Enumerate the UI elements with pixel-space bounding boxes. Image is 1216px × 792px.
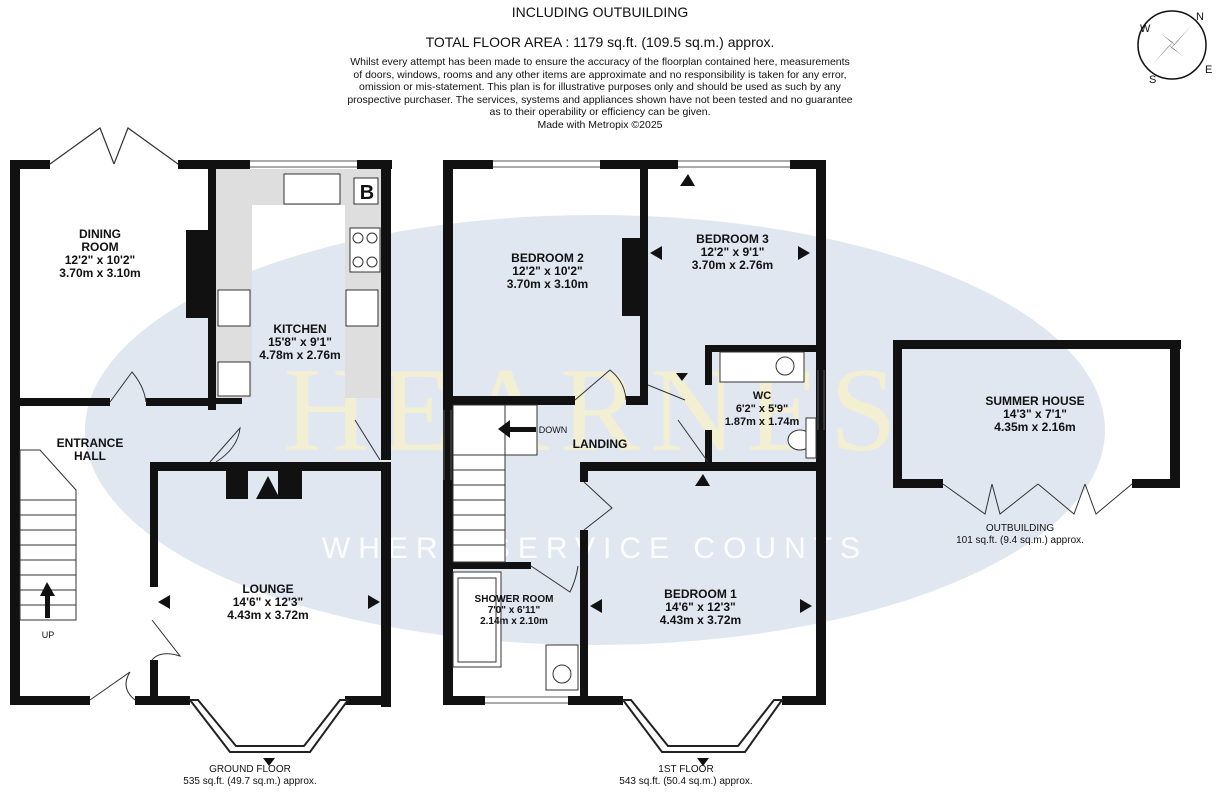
room-label-bedroom1: BEDROOM 1 14'6" x 12'3" 4.43m x 3.72m (659, 587, 742, 627)
ground-floor-walls (10, 160, 392, 707)
disclaimer-line: of doors, windows, rooms and any other i… (353, 68, 847, 81)
stairs-down-label: DOWN (538, 425, 568, 435)
compass-w: W (1140, 23, 1151, 35)
compass-e: E (1205, 64, 1212, 76)
first-floor-windows (443, 160, 825, 704)
lounge-bay-window (187, 699, 350, 753)
dining-french-doors (49, 127, 179, 165)
room-label-dining: DINING ROOM 12'2" x 10'2" 3.70m x 3.10m (59, 227, 141, 280)
first-floor-caption: 1ST FLOOR 543 sq.ft. (50.4 sq.m.) approx… (619, 764, 753, 787)
room-label-landing: LANDING (572, 437, 628, 451)
up-arrow (40, 582, 55, 618)
watermark-oval (85, 215, 1105, 645)
boiler-label: B (360, 182, 374, 204)
disclaimer-line: Whilst every attempt has been made to en… (350, 56, 850, 68)
lounge-arrows (158, 595, 380, 766)
first-floor-walls (443, 160, 826, 705)
total-floor-area: TOTAL FLOOR AREA : 1179 sq.ft. (109.5 sq… (425, 34, 775, 50)
room-label-lounge: LOUNGE 14'6" x 12'3" 4.43m x 3.72m (227, 582, 309, 622)
room-label-shower: SHOWER ROOM 7'0" x 6'11" 2.14m x 2.10m (474, 594, 554, 627)
room-label-bedroom3: BEDROOM 3 12'2" x 9'1" 3.70m x 2.76m (691, 232, 774, 272)
room-label-summer-house: SUMMER HOUSE 14'3" x 7'1" 4.35m x 2.16m (985, 394, 1085, 434)
compass-s: S (1149, 74, 1156, 86)
kitchen-fixtures (217, 173, 381, 397)
room-label-bedroom2: BEDROOM 2 12'2" x 10'2" 3.70m x 3.10m (506, 251, 589, 291)
compass-icon (1137, 10, 1207, 80)
room-label-wc: WC 6'2" x 5'9" 1.87m x 1.74m (724, 390, 800, 428)
wc-fixtures (719, 351, 817, 459)
stairs-up-label: UP (41, 630, 55, 640)
shower-fixtures (452, 571, 579, 691)
disclaimer-line: as to their operability or efficiency ca… (489, 106, 711, 118)
disclaimer: Whilst every attempt has been made to en… (320, 56, 880, 131)
summer-house-doors (942, 483, 1133, 515)
room-label-kitchen: KITCHEN 15'8" x 9'1" 4.78m x 2.76m (259, 322, 341, 362)
disclaimer-line: omission or mis-statement. This plan is … (359, 81, 841, 93)
compass-n: N (1196, 11, 1204, 23)
ground-staircase (19, 449, 77, 621)
down-arrow (498, 420, 536, 438)
outbuilding-caption: OUTBUILDING 101 sq.ft. (9.4 sq.m.) appro… (956, 523, 1084, 546)
watermark-tagline: WHERE SERVICE COUNTS (322, 532, 868, 565)
disclaimer-line: Made with Metropix ©2025 (537, 118, 663, 131)
bedroom1-bay-window (621, 699, 784, 753)
ground-floor-caption: GROUND FLOOR 535 sq.ft. (49.7 sq.m.) app… (183, 764, 317, 787)
outbuilding-walls (893, 340, 1181, 488)
front-door (89, 671, 131, 701)
kitchen-window (250, 160, 357, 168)
header-title: INCLUDING OUTBUILDING (511, 4, 689, 20)
disclaimer-line: prospective purchaser. The services, sys… (347, 93, 853, 106)
first-floor-arrows (590, 174, 812, 766)
room-label-hall: ENTRANCE HALL (56, 436, 124, 463)
